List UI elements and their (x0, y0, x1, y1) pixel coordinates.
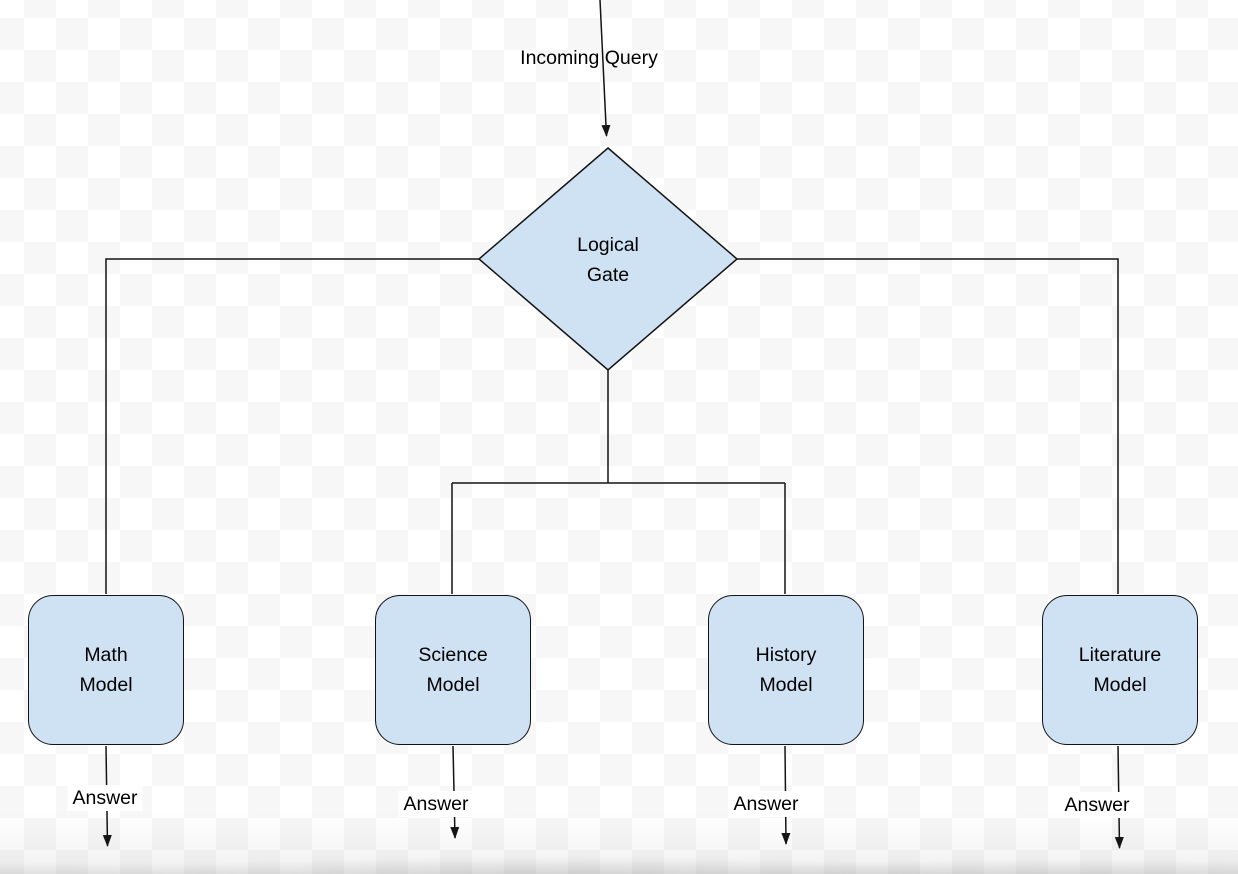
gate-left-connector (105, 258, 479, 594)
incoming-query-label: Incoming Query (520, 47, 658, 69)
node-science-model-line1: Science (418, 644, 488, 666)
node-history-model-line2: Model (759, 674, 813, 696)
answer-label-science: Answer (398, 791, 474, 817)
gate-right-connector (737, 258, 1119, 594)
node-math-model-line2: Model (79, 674, 133, 696)
node-literature-model: Literature Model (1042, 595, 1198, 745)
node-history-model-line1: History (755, 644, 817, 666)
node-literature-model-line2: Model (1093, 674, 1147, 696)
node-literature-model-line1: Literature (1078, 644, 1162, 666)
answer-label-history: Answer (728, 791, 804, 817)
node-science-model: Science Model (375, 595, 531, 745)
answer-label-literature: Answer (1059, 792, 1135, 818)
logical-gate-label-line2: Gate (586, 264, 630, 286)
node-history-model: History Model (708, 595, 864, 745)
answer-label-math: Answer (67, 785, 143, 811)
gate-bottom-connector (451, 370, 786, 594)
incoming-query-arrow (599, 0, 611, 137)
node-science-model-line2: Model (426, 674, 480, 696)
node-math-model: Math Model (28, 595, 184, 745)
logical-gate-label: Logical Gate (533, 230, 683, 290)
node-math-model-line1: Math (84, 644, 128, 666)
logical-gate-label-line1: Logical (577, 234, 639, 256)
